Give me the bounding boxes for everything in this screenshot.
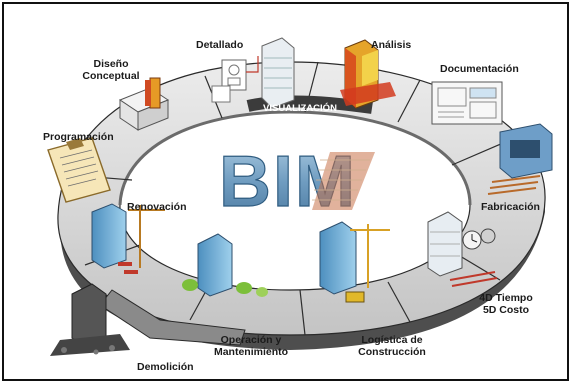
time-cost-illustration — [427, 211, 498, 287]
label-fabricacion: Fabricación — [481, 201, 540, 213]
label-analisis: Análisis — [371, 39, 412, 51]
analysis-illustration — [340, 39, 396, 109]
fabrication-illustration — [487, 123, 553, 195]
documentation-illustration — [431, 81, 503, 125]
programming-illustration — [47, 137, 111, 203]
bim-logo: BIM — [197, 141, 381, 223]
label-logistica: Logística de Construcción — [358, 334, 426, 358]
detail-illustration — [211, 37, 295, 109]
label-renovacion: Renovación — [127, 201, 187, 213]
label-operacion: Operación y Mantenimiento — [213, 334, 289, 358]
demolition-illustration — [50, 283, 130, 356]
logistics-illustration — [319, 221, 390, 303]
label-costo: 4D Tiempo 5D Costo — [479, 292, 533, 316]
operation-illustration — [182, 233, 268, 297]
renovation-illustration — [91, 203, 165, 274]
label-detallado: Detallado — [196, 39, 244, 51]
ring-caption: VISUALIZACIÓN — [263, 102, 337, 114]
label-programacion: Programación — [43, 131, 114, 143]
label-diseno: Diseño Conceptual — [82, 58, 140, 82]
label-demolicion: Demolición — [137, 361, 194, 373]
label-documentacion: Documentación — [440, 63, 519, 75]
concept-model-illustration — [118, 77, 170, 131]
